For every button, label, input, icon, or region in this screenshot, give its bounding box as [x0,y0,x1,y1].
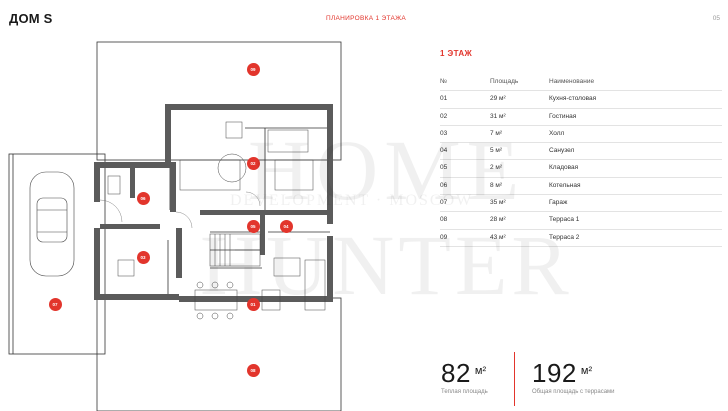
section-title: ПЛАНИРОВКА 1 ЭТАЖА [326,15,407,22]
room-number: 03 [440,129,448,137]
room-area: 29 м² [490,95,506,103]
table-row: 08 28 м² Терраса 1 [440,212,722,230]
room-area: 31 м² [490,112,506,120]
room-number: 05 [440,164,448,172]
room-number: 01 [440,95,448,103]
table-row: 06 8 м² Котельная [440,178,722,196]
room-marker-02[interactable]: 02 [246,156,260,170]
garage-outline [8,153,106,355]
room-area: 2 м² [490,164,503,172]
total-area-caption: Общая площадь с террасами [532,389,615,395]
total-area-unit: м² [580,365,593,377]
room-area: 28 м² [490,216,506,224]
table-row: 05 2 м² Кладовая [440,160,722,178]
warm-area-caption: Теплая площадь [441,389,488,395]
room-marker-09[interactable]: 09 [246,62,260,76]
column-header-number: № [440,78,447,85]
rooms-table: № Площадь Наименование 01 29 м² Кухня-ст… [440,74,722,247]
room-marker-05[interactable]: 05 [246,219,260,233]
stats-divider [514,352,515,406]
room-area: 35 м² [490,199,506,207]
table-row: 07 35 м² Гараж [440,195,722,213]
room-name: Гараж [549,199,568,207]
room-name: Терраса 1 [549,216,580,224]
room-marker-06[interactable]: 06 [136,191,150,205]
floor-plan [8,41,342,411]
room-area: 5 м² [490,147,503,155]
room-area: 7 м² [490,129,503,137]
room-name: Кухня-столовая [549,95,597,103]
room-name: Санузел [549,147,575,155]
room-marker-04[interactable]: 04 [279,219,293,233]
room-marker-08[interactable]: 08 [246,363,260,377]
project-title: ДОМ S [9,11,53,26]
table-row: 04 5 м² Санузел [440,143,722,161]
walls [94,104,333,302]
table-row: 01 29 м² Кухня-столовая [440,91,722,109]
car-drawing [29,171,75,277]
bathroom-fixtures [107,175,135,277]
room-number: 04 [440,147,448,155]
door-arcs [99,191,261,229]
page-number: 05 [712,15,720,22]
room-number: 09 [440,233,448,241]
table-row: 02 31 м² Гостиная [440,109,722,126]
room-name: Терраса 2 [549,233,580,241]
table-row: 03 7 м² Холл [440,126,722,144]
stairs [209,233,261,267]
room-name: Кладовая [549,164,579,172]
kitchen-furniture [194,257,326,320]
column-header-area: Площадь [490,78,519,85]
room-number: 02 [440,112,448,120]
room-area: 8 м² [490,181,503,189]
room-name: Гостиная [549,112,577,120]
room-area: 43 м² [490,233,506,241]
table-row: 09 43 м² Терраса 2 [440,230,722,247]
warm-area-unit: м² [474,365,487,377]
floor-label: 1 ЭТАЖ [440,49,473,58]
living-room-furniture [179,121,314,191]
terrace-2-outline [96,41,342,161]
room-name: Холл [549,129,565,137]
table-header: № Площадь Наименование [440,74,722,92]
room-name: Котельная [549,181,581,189]
room-marker-03[interactable]: 03 [136,250,150,264]
warm-area-value: 82 [441,358,471,388]
total-area-value: 192 [532,358,577,388]
room-marker-01[interactable]: 01 [246,297,260,311]
column-header-name: Наименование [549,78,595,85]
room-marker-07[interactable]: 07 [48,297,62,311]
room-number: 07 [440,199,448,207]
room-number: 08 [440,216,448,224]
room-number: 06 [440,181,448,189]
terrace-1-outline [96,297,342,411]
